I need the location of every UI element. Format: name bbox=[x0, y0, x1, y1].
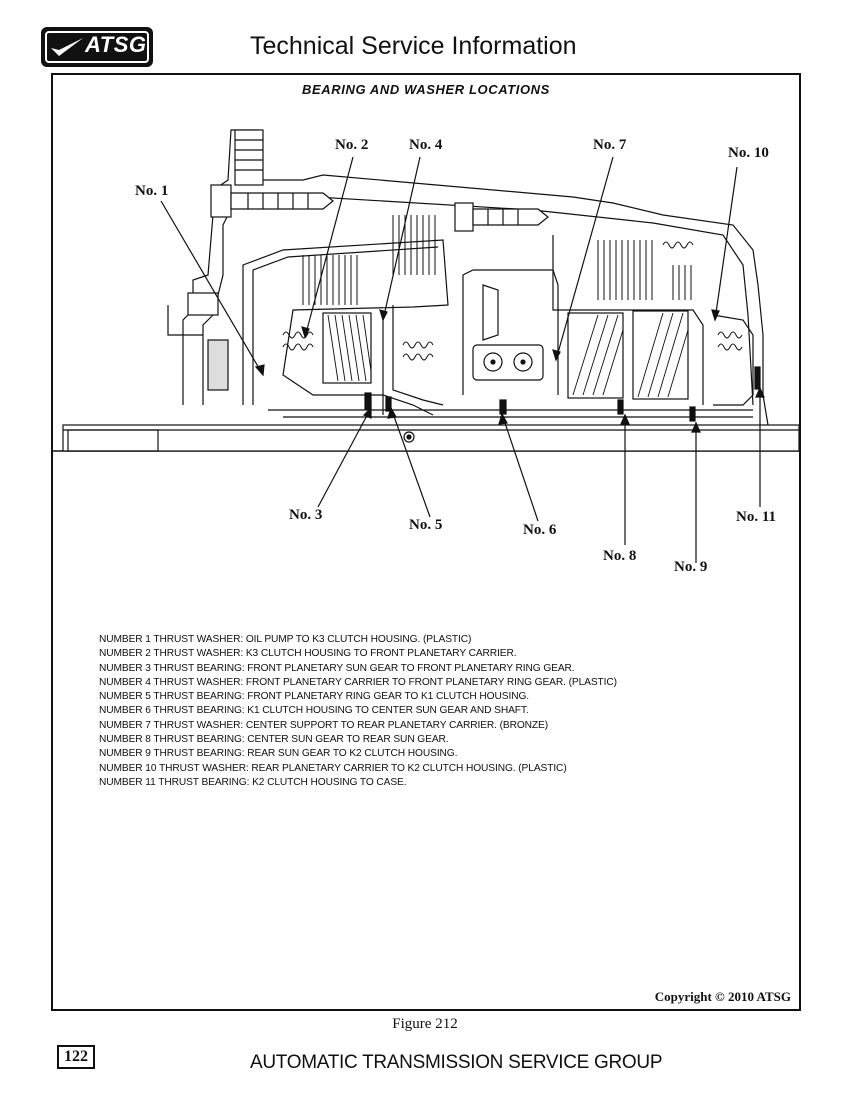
note-item: NUMBER 11 THRUST BEARING: K2 CLUTCH HOUS… bbox=[99, 776, 407, 788]
note-item: NUMBER 1 THRUST WASHER: OIL PUMP TO K3 C… bbox=[99, 634, 472, 645]
figure-caption: Figure 212 bbox=[392, 1016, 458, 1032]
callout-no-9: No. 9 bbox=[674, 559, 708, 575]
page-number: 122 bbox=[57, 1045, 95, 1069]
transmission-cross-section-diagram bbox=[53, 129, 799, 563]
note-item: NUMBER 8 THRUST BEARING: CENTER SUN GEAR… bbox=[99, 734, 449, 746]
note-item: NUMBER 3 THRUST BEARING: FRONT PLANETARY… bbox=[99, 662, 575, 674]
callout-no-3: No. 3 bbox=[289, 507, 323, 523]
callout-no-6: No. 6 bbox=[523, 522, 557, 538]
copyright-notice: Copyright © 2010 ATSG bbox=[654, 989, 791, 1004]
callout-no-5: No. 5 bbox=[409, 517, 443, 533]
checkmark-logo-icon bbox=[51, 38, 83, 56]
callout-no-11: No. 11 bbox=[736, 509, 777, 525]
note-item: NUMBER 10 THRUST WASHER: REAR PLANETARY … bbox=[99, 762, 567, 774]
callout-no-1: No. 1 bbox=[135, 183, 169, 199]
page-title: Technical Service Information bbox=[250, 32, 577, 60]
logo-text: ATSG bbox=[85, 32, 147, 57]
figure-frame: BEARING AND WASHER LOCATIONS bbox=[51, 73, 801, 1011]
callout-no-10: No. 10 bbox=[728, 145, 769, 161]
note-item: NUMBER 7 THRUST WASHER: CENTER SUPPORT T… bbox=[99, 719, 549, 731]
callout-no-2: No. 2 bbox=[335, 137, 369, 153]
note-item: NUMBER 5 THRUST BEARING: FRONT PLANETARY… bbox=[99, 691, 530, 703]
callout-no-7: No. 7 bbox=[593, 137, 627, 153]
callout-no-4: No. 4 bbox=[409, 137, 443, 153]
note-item: NUMBER 9 THRUST BEARING: REAR SUN GEAR T… bbox=[99, 748, 458, 760]
note-item: NUMBER 2 THRUST WASHER: K3 CLUTCH HOUSIN… bbox=[99, 648, 517, 660]
note-item: NUMBER 4 THRUST WASHER: FRONT PLANETARY … bbox=[99, 676, 617, 688]
callout-no-8: No. 8 bbox=[603, 548, 637, 564]
atsg-logo: ATSG bbox=[41, 27, 153, 67]
note-item: NUMBER 6 THRUST BEARING: K1 CLUTCH HOUSI… bbox=[99, 705, 529, 717]
thrust-bearing-notes: NUMBER 1 THRUST WASHER: OIL PUMP TO K3 C… bbox=[99, 633, 617, 790]
footer-organization: AUTOMATIC TRANSMISSION SERVICE GROUP bbox=[250, 1052, 663, 1073]
figure-title: BEARING AND WASHER LOCATIONS bbox=[302, 82, 550, 97]
